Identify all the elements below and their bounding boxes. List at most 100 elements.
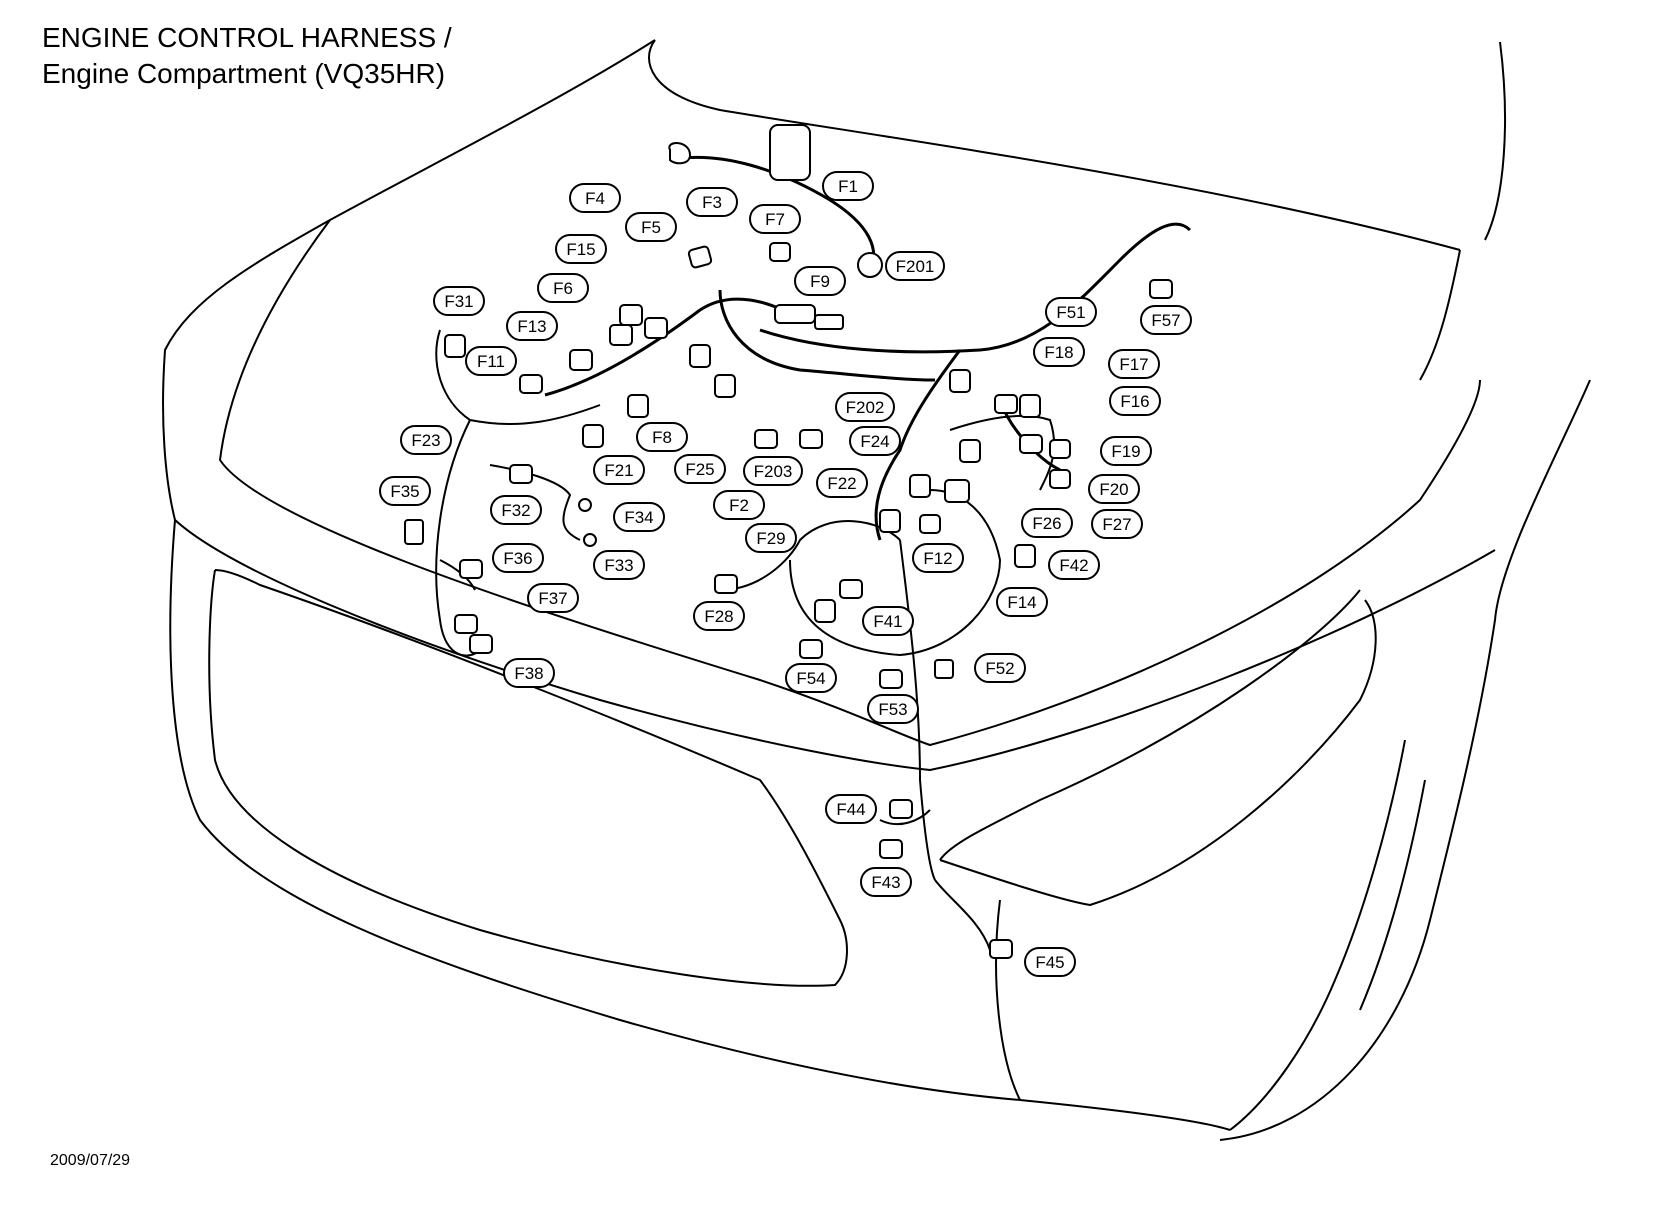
callout-bubble	[492, 543, 544, 573]
callout-bubble	[636, 422, 688, 452]
callout-text: F51	[1056, 303, 1085, 322]
callout-text: F19	[1111, 442, 1140, 461]
callout-bubble	[867, 694, 919, 724]
connector-label-f201: F201	[885, 251, 945, 281]
callout-text: F203	[754, 462, 793, 481]
connector-label-f42: F42	[1048, 550, 1100, 580]
connector-label-f19: F19	[1100, 436, 1152, 466]
callout-text: F28	[704, 607, 733, 626]
callout-text: F7	[765, 210, 785, 229]
connector-label-f35: F35	[379, 476, 431, 506]
connector-label-f7: F7	[749, 204, 801, 234]
connector-plugs	[404, 124, 1173, 959]
callout-bubble	[885, 251, 945, 281]
callout-text: F37	[538, 589, 567, 608]
callout-bubble	[1108, 349, 1160, 379]
callout-bubble	[433, 286, 485, 316]
connector-label-f32: F32	[490, 495, 542, 525]
connector-label-f22: F22	[816, 468, 868, 498]
callout-text: F201	[896, 257, 935, 276]
revision-date: 2009/07/29	[50, 1152, 131, 1169]
callout-bubble	[835, 392, 895, 422]
callout-text: F202	[846, 398, 885, 417]
callout-bubble	[860, 867, 912, 897]
callout-text: F1	[838, 177, 858, 196]
callout-text: F38	[514, 664, 543, 683]
connector-label-f3: F3	[686, 187, 738, 217]
connector-label-f15: F15	[555, 234, 607, 264]
callout-text: F54	[796, 669, 825, 688]
connector-label-f23: F23	[400, 425, 452, 455]
callout-bubble	[743, 456, 803, 486]
callout-bubble	[862, 606, 914, 636]
callout-bubble	[593, 550, 645, 580]
callout-text: F53	[878, 700, 907, 719]
callout-text: F36	[503, 549, 532, 568]
callout-text: F31	[444, 292, 473, 311]
callout-bubble	[506, 311, 558, 341]
callout-bubble	[569, 183, 621, 213]
connector-label-f12: F12	[912, 543, 964, 573]
callout-text: F22	[827, 474, 856, 493]
connector-label-f8: F8	[636, 422, 688, 452]
callout-bubble	[1088, 474, 1140, 504]
callout-text: F44	[836, 800, 865, 819]
connector-label-f20: F20	[1088, 474, 1140, 504]
callout-bubble	[816, 468, 868, 498]
callout-bubble	[693, 601, 745, 631]
callout-bubble	[686, 187, 738, 217]
connector-label-f21: F21	[593, 455, 645, 485]
connector-label-f31: F31	[433, 286, 485, 316]
callout-text: F29	[756, 529, 785, 548]
connector-label-f9: F9	[794, 266, 846, 296]
connector-label-f36: F36	[492, 543, 544, 573]
connector-label-f24: F24	[849, 426, 901, 456]
callout-text: F4	[585, 189, 605, 208]
connector-label-f37: F37	[527, 583, 579, 613]
callout-text: F32	[501, 501, 530, 520]
connector-label-f29: F29	[745, 523, 797, 553]
callout-bubble	[825, 794, 877, 824]
connector-label-f33: F33	[593, 550, 645, 580]
callout-text: F57	[1151, 311, 1180, 330]
callout-text: F6	[553, 279, 573, 298]
callout-bubble	[794, 266, 846, 296]
callout-text: F33	[604, 556, 633, 575]
connector-label-f53: F53	[867, 694, 919, 724]
callout-bubble	[1024, 947, 1076, 977]
callout-bubble	[822, 171, 874, 201]
connector-label-f51: F51	[1045, 297, 1097, 327]
callout-text: F52	[985, 659, 1014, 678]
callout-bubble	[996, 587, 1048, 617]
connector-label-f17: F17	[1108, 349, 1160, 379]
connector-label-f57: F57	[1140, 305, 1192, 335]
callout-text: F9	[810, 272, 830, 291]
connector-label-f28: F28	[693, 601, 745, 631]
callout-bubble	[749, 204, 801, 234]
connector-label-f4: F4	[569, 183, 621, 213]
callout-bubble	[1109, 386, 1161, 416]
connector-label-f27: F27	[1091, 509, 1143, 539]
callout-bubble	[974, 653, 1026, 683]
callout-text: F3	[702, 193, 722, 212]
connector-label-f43: F43	[860, 867, 912, 897]
callout-bubble	[1033, 337, 1085, 367]
callout-bubble	[593, 455, 645, 485]
callout-bubble	[490, 495, 542, 525]
callout-bubble	[745, 523, 797, 553]
callout-text: F14	[1007, 593, 1036, 612]
callout-bubble	[555, 234, 607, 264]
connector-label-f34: F34	[613, 502, 665, 532]
callout-bubble	[1140, 305, 1192, 335]
connector-label-f14: F14	[996, 587, 1048, 617]
callout-text: F12	[923, 549, 952, 568]
callout-text: F16	[1120, 392, 1149, 411]
connector-label-f2: F2	[713, 490, 765, 520]
connector-label-f44: F44	[825, 794, 877, 824]
connector-label-f5: F5	[625, 212, 677, 242]
callout-text: F26	[1032, 514, 1061, 533]
callout-bubble	[1021, 508, 1073, 538]
callout-text: F41	[873, 612, 902, 631]
connector-label-f1: F1	[822, 171, 874, 201]
wiring-branches	[435, 329, 1056, 951]
